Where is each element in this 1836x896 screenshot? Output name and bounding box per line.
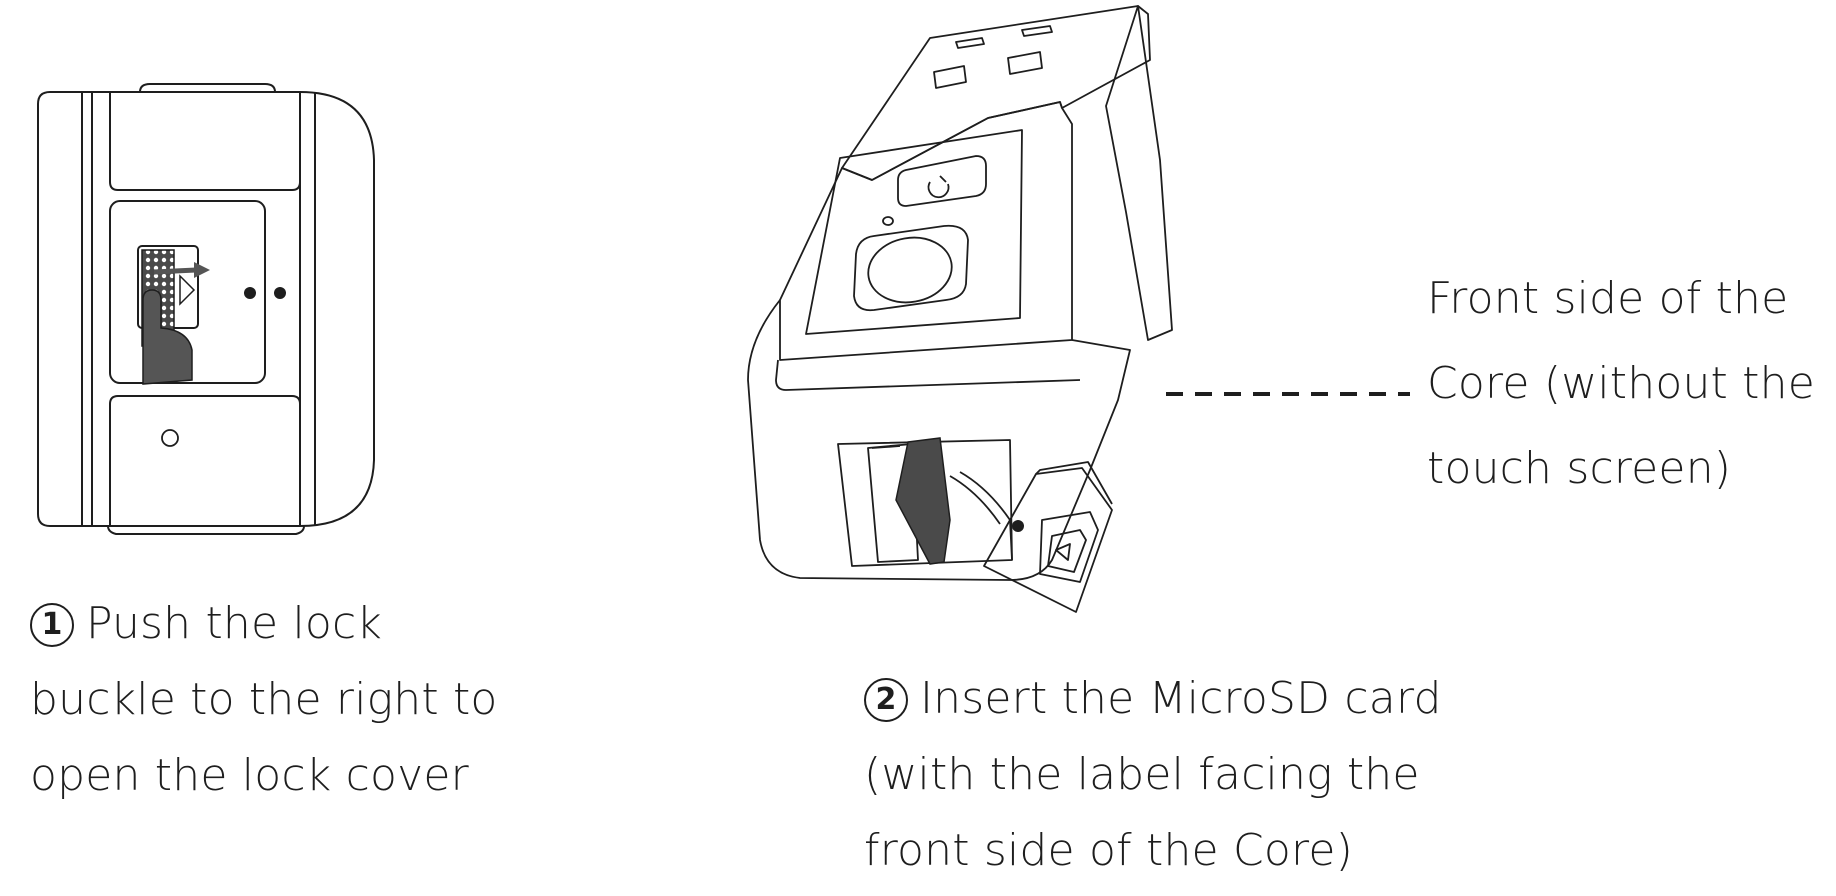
step2-line: (with the label facing the: [864, 749, 1420, 800]
finger-icon: [142, 289, 193, 385]
step1-line: Push the lock: [86, 598, 383, 649]
step2-line: Insert the MicroSD card: [920, 673, 1442, 724]
hatch-dot: [1012, 520, 1024, 532]
step1-number-badge: 1: [30, 603, 74, 647]
front-label-line: Core (without the: [1427, 358, 1815, 409]
front-label-line: touch screen): [1427, 443, 1732, 494]
arrow-right-icon: [153, 262, 210, 278]
indicator-dot: [274, 287, 286, 299]
front-label-line: Front side of the: [1427, 273, 1789, 324]
indicator-dot: [244, 287, 256, 299]
step2-number-badge: 2: [864, 678, 908, 722]
front-side-label: Front side of the Core (without the touc…: [1427, 256, 1815, 511]
step1-caption: 1 Push the lock buckle to the right to op…: [30, 586, 498, 814]
step2-caption: 2 Insert the MicroSD card (with the label…: [864, 661, 1442, 889]
step2-line: front side of the Core): [864, 825, 1353, 876]
camera-core-isometric: [747, 5, 1173, 613]
step1-line: buckle to the right to: [30, 674, 498, 725]
step1-line: open the lock cover: [30, 750, 469, 801]
camera-side-view: [37, 83, 375, 535]
triangle-marker-icon: [179, 274, 196, 306]
microsd-card: [895, 437, 951, 565]
mic-hole: [161, 429, 179, 447]
